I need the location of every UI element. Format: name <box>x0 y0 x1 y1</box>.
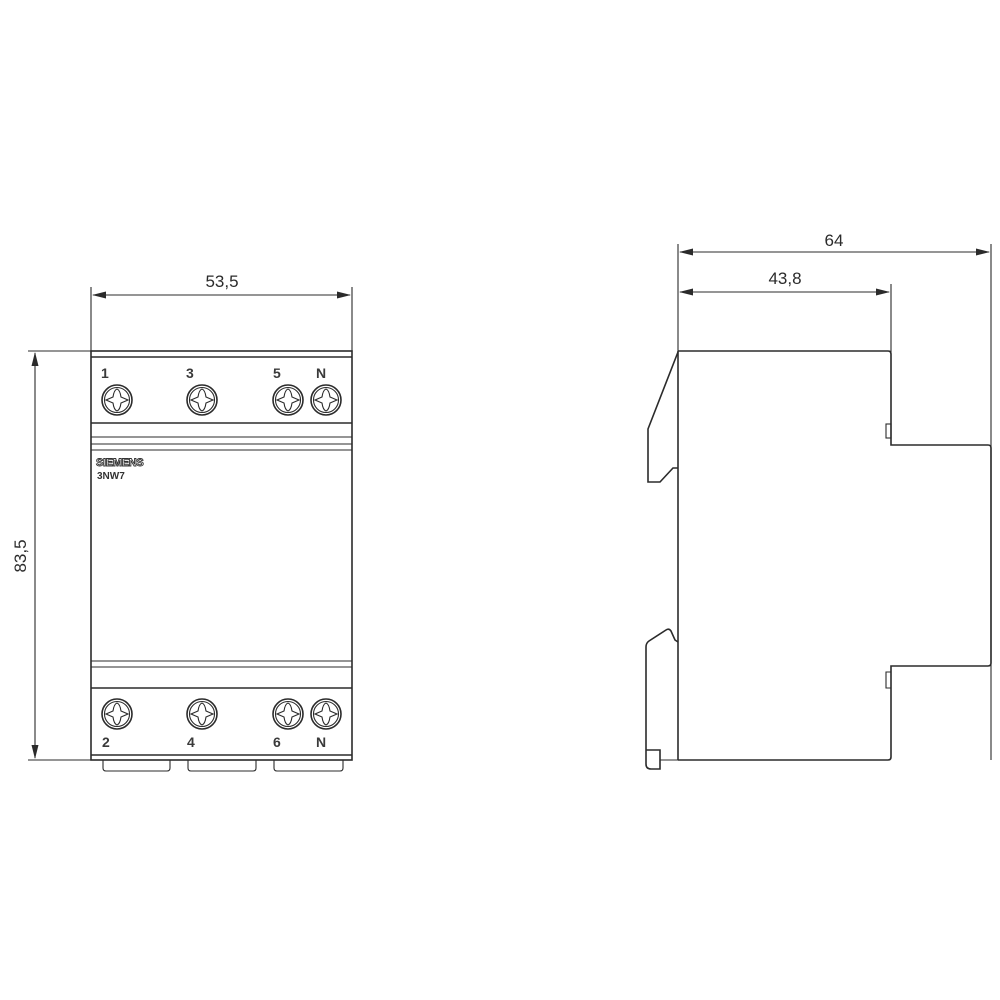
front-depth-label: 43,8 <box>768 269 801 288</box>
terminal-label: 6 <box>273 734 281 750</box>
terminal-label: N <box>316 734 326 750</box>
front-view: SIEMENS 3NW7 1 3 5 <box>11 272 353 772</box>
front-depth-dimension <box>679 284 892 352</box>
terminal-N-top: N <box>310 365 342 416</box>
device-body-side <box>645 350 992 770</box>
bottom-terminals: 2 4 6 N <box>101 698 342 750</box>
screw-icon <box>310 698 342 730</box>
product-label: SIEMENS 3NW7 <box>96 457 145 482</box>
terminal-label: 1 <box>101 365 109 381</box>
terminal-6: 6 <box>272 698 304 750</box>
width-dimension-label: 53,5 <box>205 272 238 291</box>
model-number: 3NW7 <box>97 471 125 482</box>
terminal-2: 2 <box>101 698 133 750</box>
side-view: 64 43,8 <box>645 231 992 770</box>
top-terminals: 1 3 5 N <box>101 365 342 416</box>
screw-icon <box>101 384 133 416</box>
device-body-front <box>90 350 353 772</box>
height-dimension <box>28 350 91 761</box>
terminal-label: N <box>316 365 326 381</box>
screw-icon <box>186 698 218 730</box>
terminal-label: 3 <box>186 365 194 381</box>
terminal-1: 1 <box>101 365 133 416</box>
terminal-4: 4 <box>186 698 218 750</box>
terminal-3: 3 <box>186 365 218 416</box>
total-depth-label: 64 <box>825 231 844 250</box>
width-dimension <box>90 287 353 352</box>
terminal-label: 4 <box>187 734 195 750</box>
screw-icon <box>272 698 304 730</box>
screw-icon <box>272 384 304 416</box>
terminal-N-bottom: N <box>310 698 342 750</box>
terminal-label: 2 <box>102 734 110 750</box>
screw-icon <box>186 384 218 416</box>
total-depth-dimension <box>677 244 992 760</box>
terminal-label: 5 <box>273 365 281 381</box>
screw-icon <box>310 384 342 416</box>
screw-icon <box>101 698 133 730</box>
terminal-5: 5 <box>272 365 304 416</box>
height-dimension-label: 83,5 <box>11 539 30 572</box>
brand-name: SIEMENS <box>96 457 143 469</box>
